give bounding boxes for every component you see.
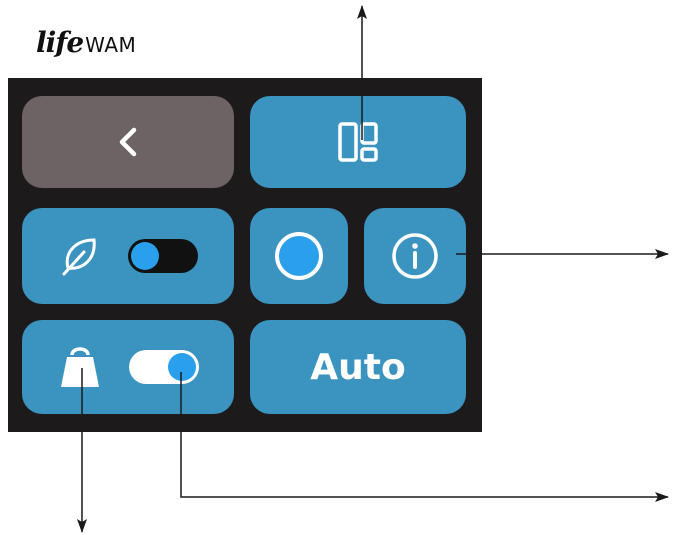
eco-mode-toggle[interactable] <box>128 239 198 273</box>
circle-button[interactable] <box>250 208 348 304</box>
back-button[interactable] <box>22 96 234 188</box>
toggle-knob <box>131 242 159 270</box>
circle-icon <box>275 232 323 280</box>
weight-icon <box>61 347 99 387</box>
chevron-left-icon <box>119 127 137 157</box>
toggle-knob <box>168 353 196 381</box>
control-panel: Auto <box>8 78 482 432</box>
brand-logo: life WAM <box>36 26 136 66</box>
brand-logo-text: WAM <box>85 33 137 57</box>
weight-button[interactable] <box>22 320 234 414</box>
brand-logo-script: life <box>36 26 84 59</box>
auto-button-label: Auto <box>310 346 406 388</box>
layout-button[interactable] <box>250 96 466 188</box>
eco-mode-button[interactable] <box>22 208 234 304</box>
layout-grid-icon <box>338 122 378 162</box>
info-icon <box>392 233 438 279</box>
weight-toggle[interactable] <box>129 350 199 384</box>
auto-button[interactable]: Auto <box>250 320 466 414</box>
info-button[interactable] <box>364 208 466 304</box>
leaf-icon <box>62 238 96 276</box>
